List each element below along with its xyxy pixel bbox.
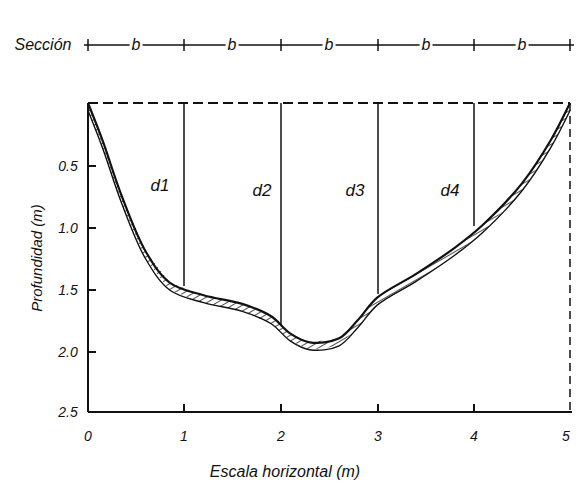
tick-label: 4 xyxy=(468,428,480,444)
tick-label: 1.0 xyxy=(56,220,79,236)
bed-hatching xyxy=(88,103,570,350)
tick-label: 2.5 xyxy=(56,404,79,420)
depth-label: d3 xyxy=(344,181,367,200)
tick-label: 3 xyxy=(372,428,384,444)
axis-title: Escala horizontal (m) xyxy=(208,463,362,481)
width-label: b xyxy=(130,36,143,54)
depth-verticals xyxy=(184,103,474,325)
right-boundary xyxy=(569,103,571,412)
depth-label: d4 xyxy=(439,181,462,200)
axis-title: Profundidad (m) xyxy=(28,202,45,314)
bed-line-lower xyxy=(88,110,570,350)
axes xyxy=(88,103,572,412)
width-label: b xyxy=(516,36,529,54)
tick-label: 0 xyxy=(82,428,94,444)
bed-line xyxy=(88,103,570,343)
depth-label: d1 xyxy=(149,176,172,195)
channel-bed xyxy=(88,103,570,350)
width-label: b xyxy=(420,36,433,54)
tick-label: 0.5 xyxy=(56,158,79,174)
tick-label: 5 xyxy=(560,428,572,444)
tick-label: 1 xyxy=(178,428,190,444)
width-label: b xyxy=(323,36,336,54)
tick-label: 2.0 xyxy=(56,344,79,360)
water-surface xyxy=(88,102,570,104)
tick-label: 1.5 xyxy=(56,282,79,298)
depth-label: d2 xyxy=(251,181,274,200)
tick-label: 2 xyxy=(275,428,287,444)
section-label: Sección xyxy=(13,36,74,54)
width-label: b xyxy=(226,36,239,54)
